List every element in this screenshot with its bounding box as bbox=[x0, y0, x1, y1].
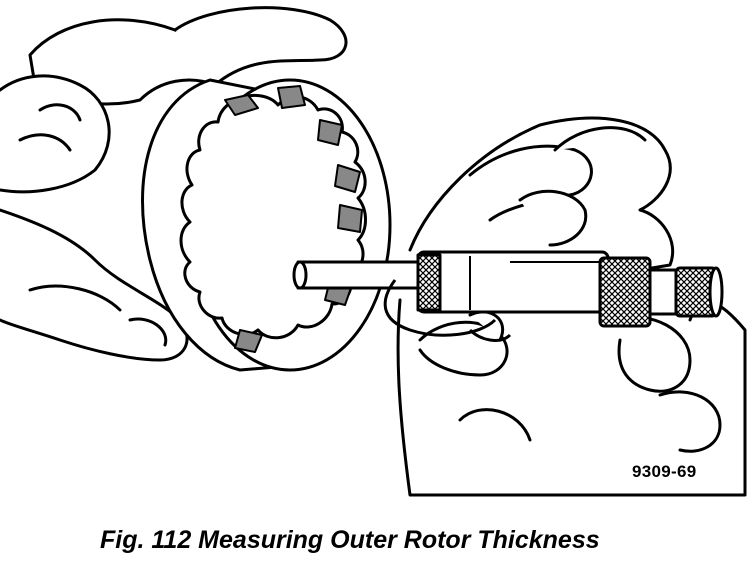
figure-caption: Fig. 112 Measuring Outer Rotor Thickness bbox=[100, 526, 600, 554]
figure-reference-number: 9309-69 bbox=[632, 462, 697, 481]
right-hand bbox=[396, 116, 747, 497]
outer-rotor bbox=[141, 78, 392, 372]
rotor-measurement-illustration bbox=[0, 6, 747, 497]
micrometer bbox=[292, 250, 724, 342]
left-hand bbox=[0, 6, 348, 362]
